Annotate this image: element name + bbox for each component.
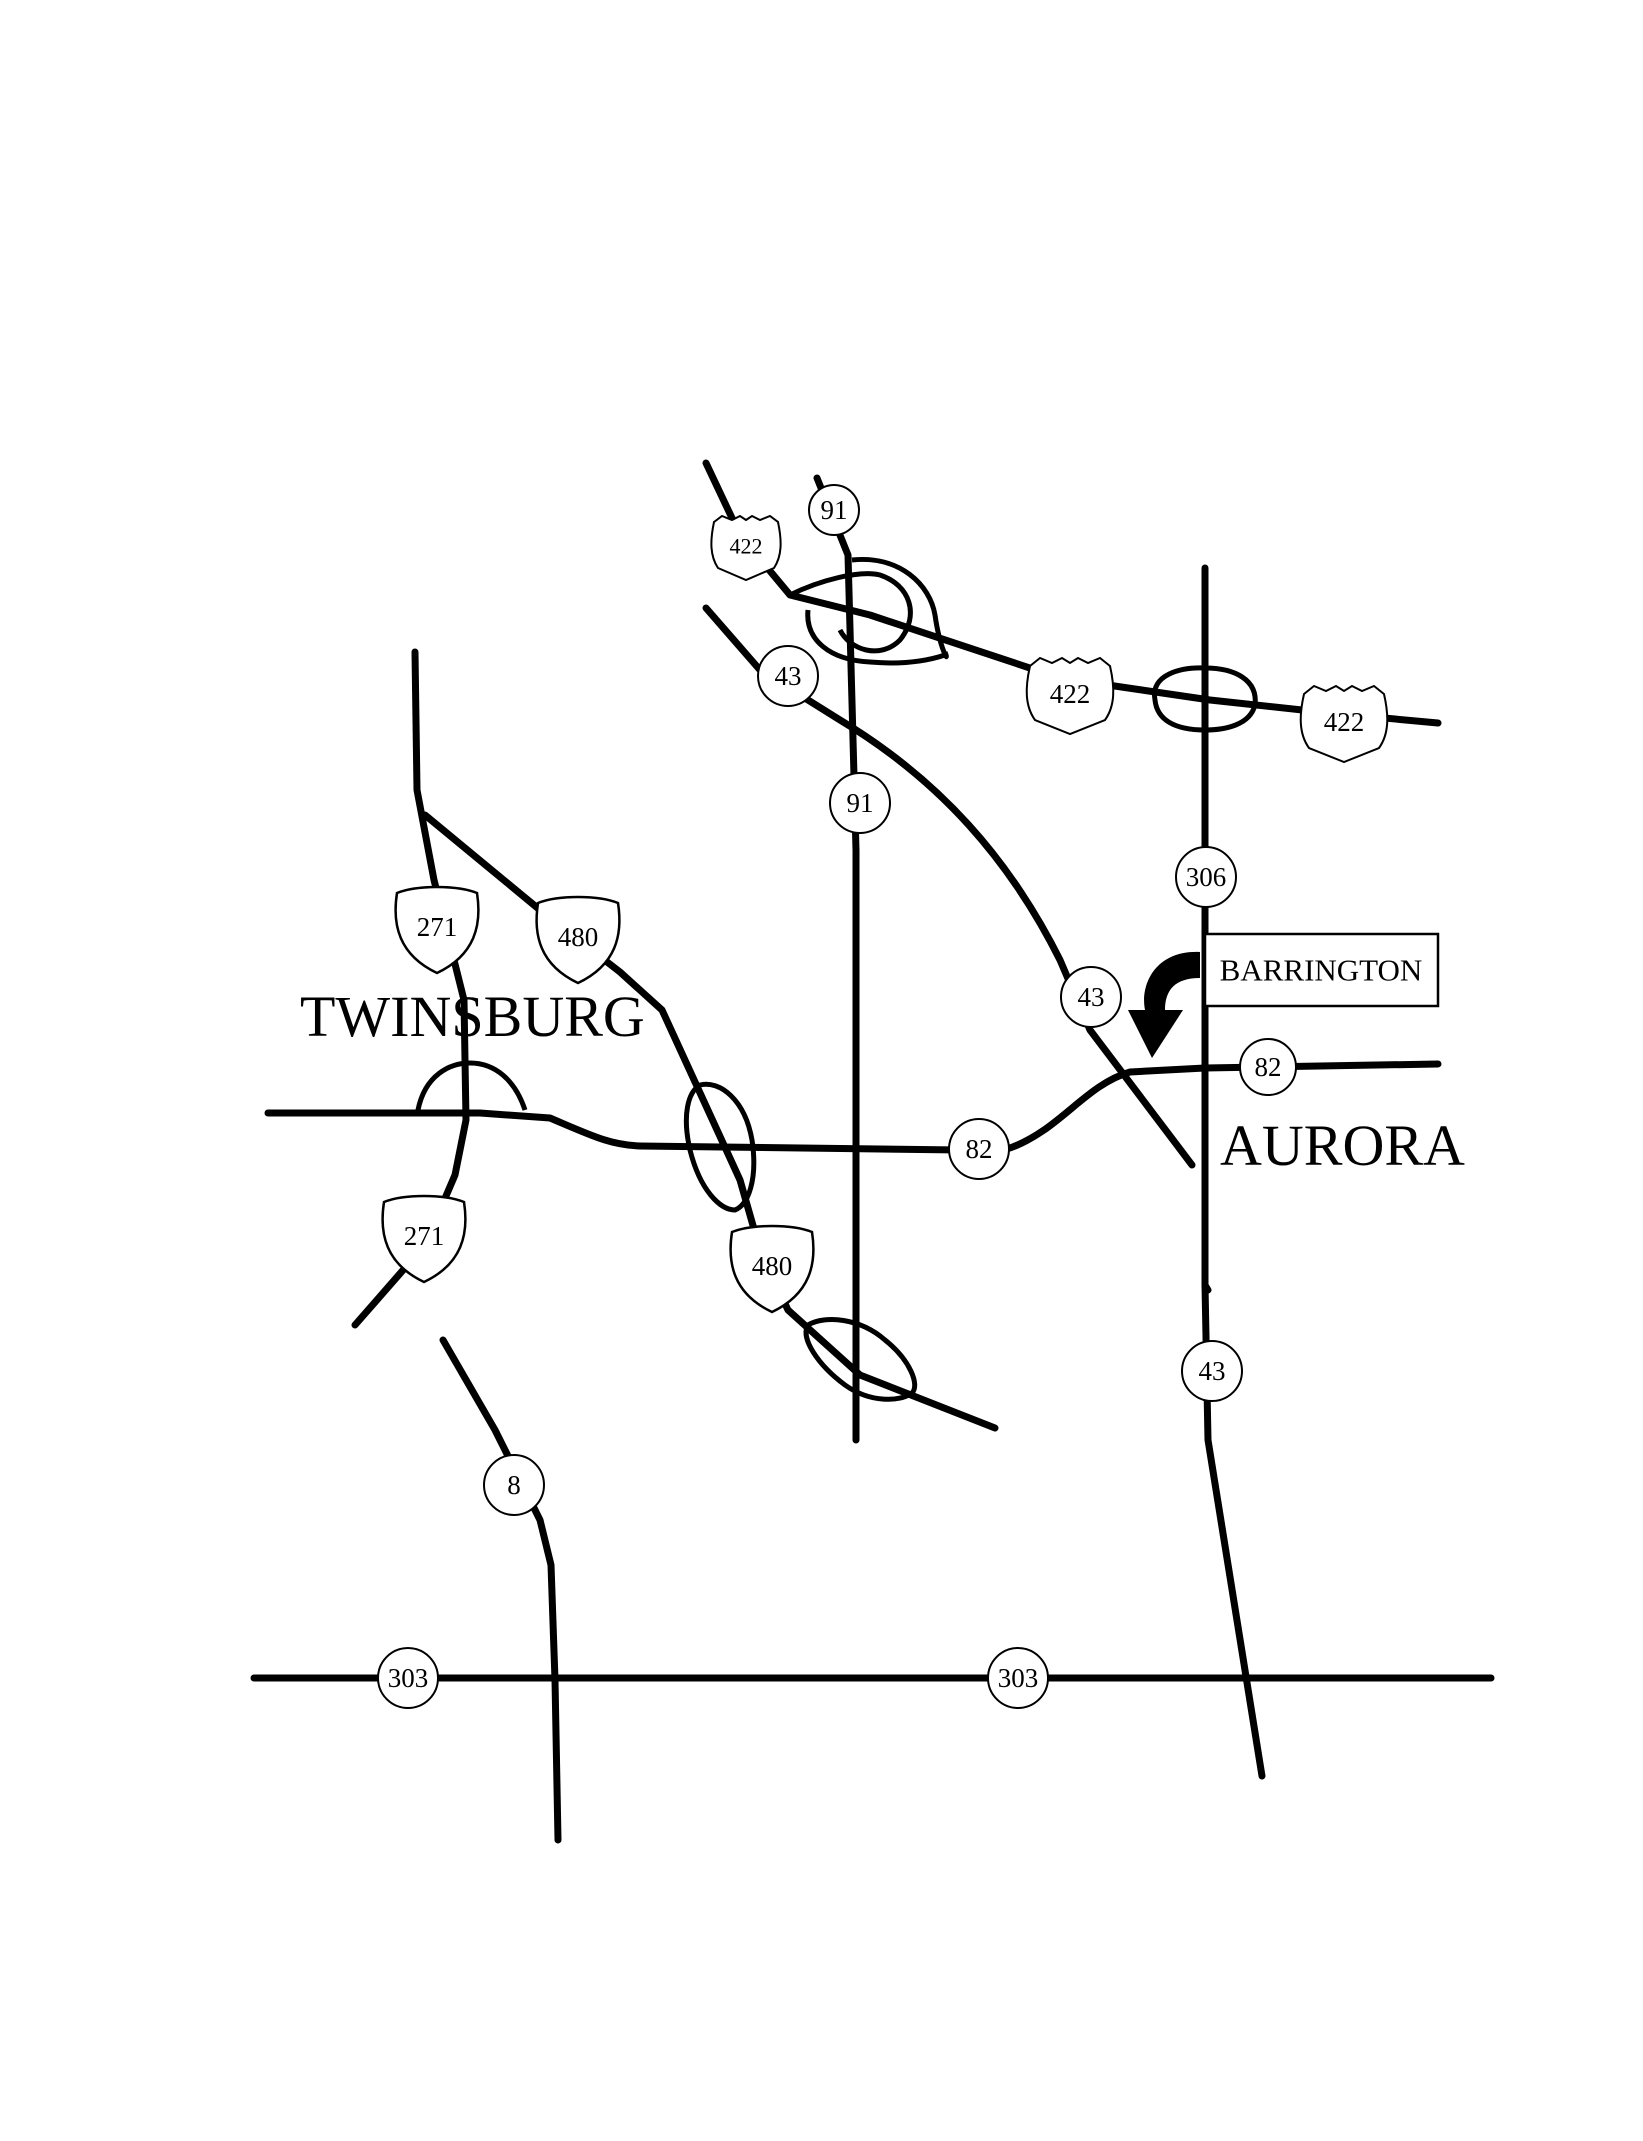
shield-state-303-east: 303 <box>987 1647 1049 1709</box>
svg-text:480: 480 <box>752 1251 793 1281</box>
barrington-text: BARRINGTON <box>1220 953 1423 988</box>
shield-state-303-west: 303 <box>377 1647 439 1709</box>
svg-text:271: 271 <box>417 912 458 942</box>
route-43-diagonal-road <box>702 604 1196 1169</box>
town-aurora: AURORA <box>1220 1113 1465 1178</box>
ramp-91-422 <box>788 571 913 654</box>
route-306-road <box>1201 564 1212 1294</box>
svg-text:271: 271 <box>404 1221 445 1251</box>
ramp-480-91 <box>803 1317 918 1402</box>
barrington-arrow-icon <box>1128 951 1200 1058</box>
route-43-south-road <box>1201 1281 1266 1780</box>
svg-text:8: 8 <box>507 1470 521 1500</box>
svg-text:303: 303 <box>998 1663 1039 1693</box>
state-route-shields: 91 43 91 306 43 82 82 43 <box>377 484 1297 1709</box>
i-480-road <box>421 811 999 1432</box>
svg-text:82: 82 <box>1255 1052 1282 1082</box>
shield-i-480-south: 480 <box>729 1224 815 1314</box>
town-twinsburg: TWINSBURG <box>300 984 645 1049</box>
shield-state-82-east: 82 <box>1239 1038 1297 1096</box>
route-82-road <box>264 1060 1442 1154</box>
shield-state-82-west: 82 <box>948 1118 1010 1180</box>
shield-state-91-north: 91 <box>808 484 860 536</box>
svg-text:306: 306 <box>1186 862 1227 892</box>
barrington-label: BARRINGTON <box>1203 932 1440 1008</box>
shield-state-43-north: 43 <box>757 645 819 707</box>
shield-state-43-mid: 43 <box>1060 966 1122 1028</box>
svg-text:303: 303 <box>388 1663 429 1693</box>
shield-i-480-north: 480 <box>535 895 621 985</box>
route-8-road <box>439 1336 562 1844</box>
shield-state-8: 8 <box>483 1454 545 1516</box>
shield-i-271-north: 271 <box>394 885 480 975</box>
svg-text:43: 43 <box>1199 1356 1226 1386</box>
svg-text:422: 422 <box>730 534 763 559</box>
shield-us-422-east: 422 <box>1299 684 1389 764</box>
svg-text:422: 422 <box>1324 707 1365 737</box>
svg-text:43: 43 <box>775 661 802 691</box>
svg-text:91: 91 <box>821 495 848 525</box>
ramp-91-422-loop <box>851 556 949 660</box>
shield-state-306: 306 <box>1175 846 1237 908</box>
ramp-91-422-west <box>805 609 946 666</box>
svg-text:91: 91 <box>847 788 874 818</box>
us-route-shields: 422 422 422 <box>710 514 1389 764</box>
interchanges <box>415 556 1258 1402</box>
svg-text:480: 480 <box>558 922 599 952</box>
ramp-480-82 <box>683 1081 757 1213</box>
shield-us-422-northwest: 422 <box>710 514 782 582</box>
svg-text:43: 43 <box>1078 982 1105 1012</box>
ramp-271-82 <box>415 1060 528 1111</box>
route-91-road <box>813 474 860 1444</box>
ramp-306-422 <box>1152 665 1258 733</box>
shield-us-422-center: 422 <box>1025 656 1115 736</box>
shield-i-271-south: 271 <box>381 1194 467 1284</box>
shield-state-43-south: 43 <box>1181 1340 1243 1402</box>
svg-text:82: 82 <box>966 1134 993 1164</box>
interstate-shields: 271 480 271 480 <box>381 885 815 1314</box>
shield-state-91-mid: 91 <box>829 772 891 834</box>
svg-text:422: 422 <box>1050 679 1091 709</box>
